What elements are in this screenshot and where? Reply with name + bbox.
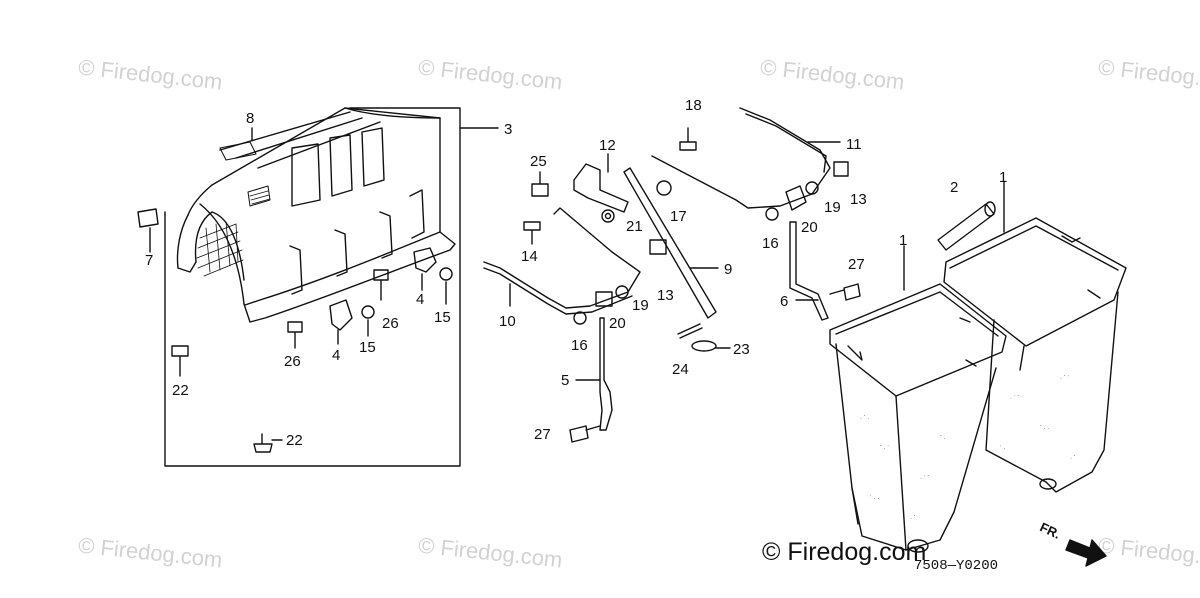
callout-part-9: 9 — [724, 261, 732, 278]
bracket-part — [413, 247, 437, 273]
callout-part-22: 22 — [286, 432, 303, 449]
callout-part-27: 27 — [848, 256, 865, 273]
spacer-part — [595, 291, 613, 307]
roller-part — [984, 201, 996, 217]
bag-frame — [745, 113, 827, 173]
bag-cover — [176, 107, 456, 323]
callout-part-24: 24 — [672, 361, 689, 378]
callout-part-12: 12 — [599, 137, 616, 154]
callout-part-16: 16 — [762, 235, 779, 252]
callout-part-22: 22 — [172, 382, 189, 399]
svg-text:´ ·: ´ · — [940, 436, 946, 442]
spacer-part — [785, 185, 807, 211]
nut-part — [573, 311, 587, 325]
bolt-part — [569, 425, 601, 443]
nut-part — [361, 305, 375, 319]
grass-bag-front — [829, 283, 1007, 553]
callout-part-23: 23 — [733, 341, 750, 358]
callout-part-21: 21 — [626, 218, 643, 235]
callout-part-26: 26 — [382, 315, 399, 332]
svg-text:· ´ ˙: · ´ ˙ — [1060, 376, 1069, 382]
clip-part — [253, 433, 273, 453]
bolt-part — [287, 321, 303, 349]
callout-part-13: 13 — [657, 287, 674, 304]
callout-part-26: 26 — [284, 353, 301, 370]
callout-part-16: 16 — [571, 337, 588, 354]
link-arm — [789, 221, 829, 321]
bolt-part — [679, 127, 697, 151]
callout-part-15: 15 — [434, 309, 451, 326]
front-direction-arrow — [1065, 539, 1107, 567]
nut-part — [649, 239, 667, 255]
svg-text:· ˙ ´: · ˙ ´ — [920, 476, 929, 482]
washer-part — [691, 340, 717, 352]
callout-part-7: 7 — [145, 252, 153, 269]
callout-part-25: 25 — [530, 153, 547, 170]
washer-part — [805, 181, 819, 195]
callout-part-20: 20 — [609, 315, 626, 332]
svg-text:· ´: · ´ — [910, 516, 916, 522]
callout-part-20: 20 — [801, 219, 818, 236]
bolt-part — [531, 171, 549, 197]
callout-part-1: 1 — [999, 169, 1007, 186]
bolt-part — [523, 221, 541, 245]
washer-part — [615, 285, 629, 299]
svg-text:˙ ·: ˙ · — [1000, 446, 1006, 452]
clip-part — [171, 345, 189, 377]
svg-text:· ´ ·: · ´ · — [860, 416, 869, 422]
callout-part-5: 5 — [561, 372, 569, 389]
copyright-text: © Firedog.com — [762, 538, 927, 566]
label-sticker — [137, 208, 159, 228]
washer-part — [604, 212, 612, 220]
bolt-part — [373, 269, 389, 301]
link-rod — [623, 167, 717, 319]
svg-text:´ · ˙: ´ · ˙ — [880, 446, 889, 452]
callout-part-10: 10 — [499, 313, 516, 330]
callout-part-14: 14 — [521, 248, 538, 265]
callout-part-11: 11 — [846, 136, 862, 153]
bolt-part — [829, 283, 861, 301]
cover-assembly-bracket — [164, 107, 461, 467]
callout-part-13: 13 — [850, 191, 867, 208]
callout-part-4: 4 — [332, 347, 340, 364]
callout-part-6: 6 — [780, 293, 788, 310]
bag-frame — [483, 267, 633, 315]
callout-part-27: 27 — [534, 426, 551, 443]
callout-part-19: 19 — [632, 297, 649, 314]
callout-part-19: 19 — [824, 199, 841, 216]
pin-part — [677, 323, 703, 339]
diagram-code: 7508—Y0200 — [914, 558, 999, 574]
svg-text:˙ · ·: ˙ · · — [870, 496, 879, 502]
nut-part — [439, 267, 453, 281]
nut-part — [833, 161, 849, 177]
svg-text:· ˙ ´: · ˙ ´ — [1010, 396, 1019, 402]
svg-text:· ´: · ´ — [1070, 456, 1076, 462]
nut-part — [765, 207, 779, 221]
callout-part-15: 15 — [359, 339, 376, 356]
svg-text:´ · ·: ´ · · — [1040, 426, 1049, 432]
callout-part-3: 3 — [504, 121, 512, 138]
hinge-bracket — [573, 163, 629, 213]
callout-part-8: 8 — [246, 110, 254, 127]
bracket-part — [329, 299, 353, 331]
callout-part-2: 2 — [950, 179, 958, 196]
callout-part-18: 18 — [685, 97, 702, 114]
plug-part — [656, 180, 672, 196]
callout-part-1: 1 — [899, 232, 907, 249]
bag-texture: · ´ · ´ · ˙ · ˙ ´ ˙ · · · ´ ´ · · ˙ ´ ´ · · · … — [860, 376, 1076, 522]
grass-bag-rear — [943, 217, 1127, 493]
washer-part — [601, 209, 615, 223]
callout-part-17: 17 — [670, 208, 687, 225]
link-arm — [599, 317, 613, 431]
bag-frame — [483, 207, 641, 309]
callout-part-4: 4 — [416, 291, 424, 308]
direction-label: FR. — [1038, 519, 1063, 541]
